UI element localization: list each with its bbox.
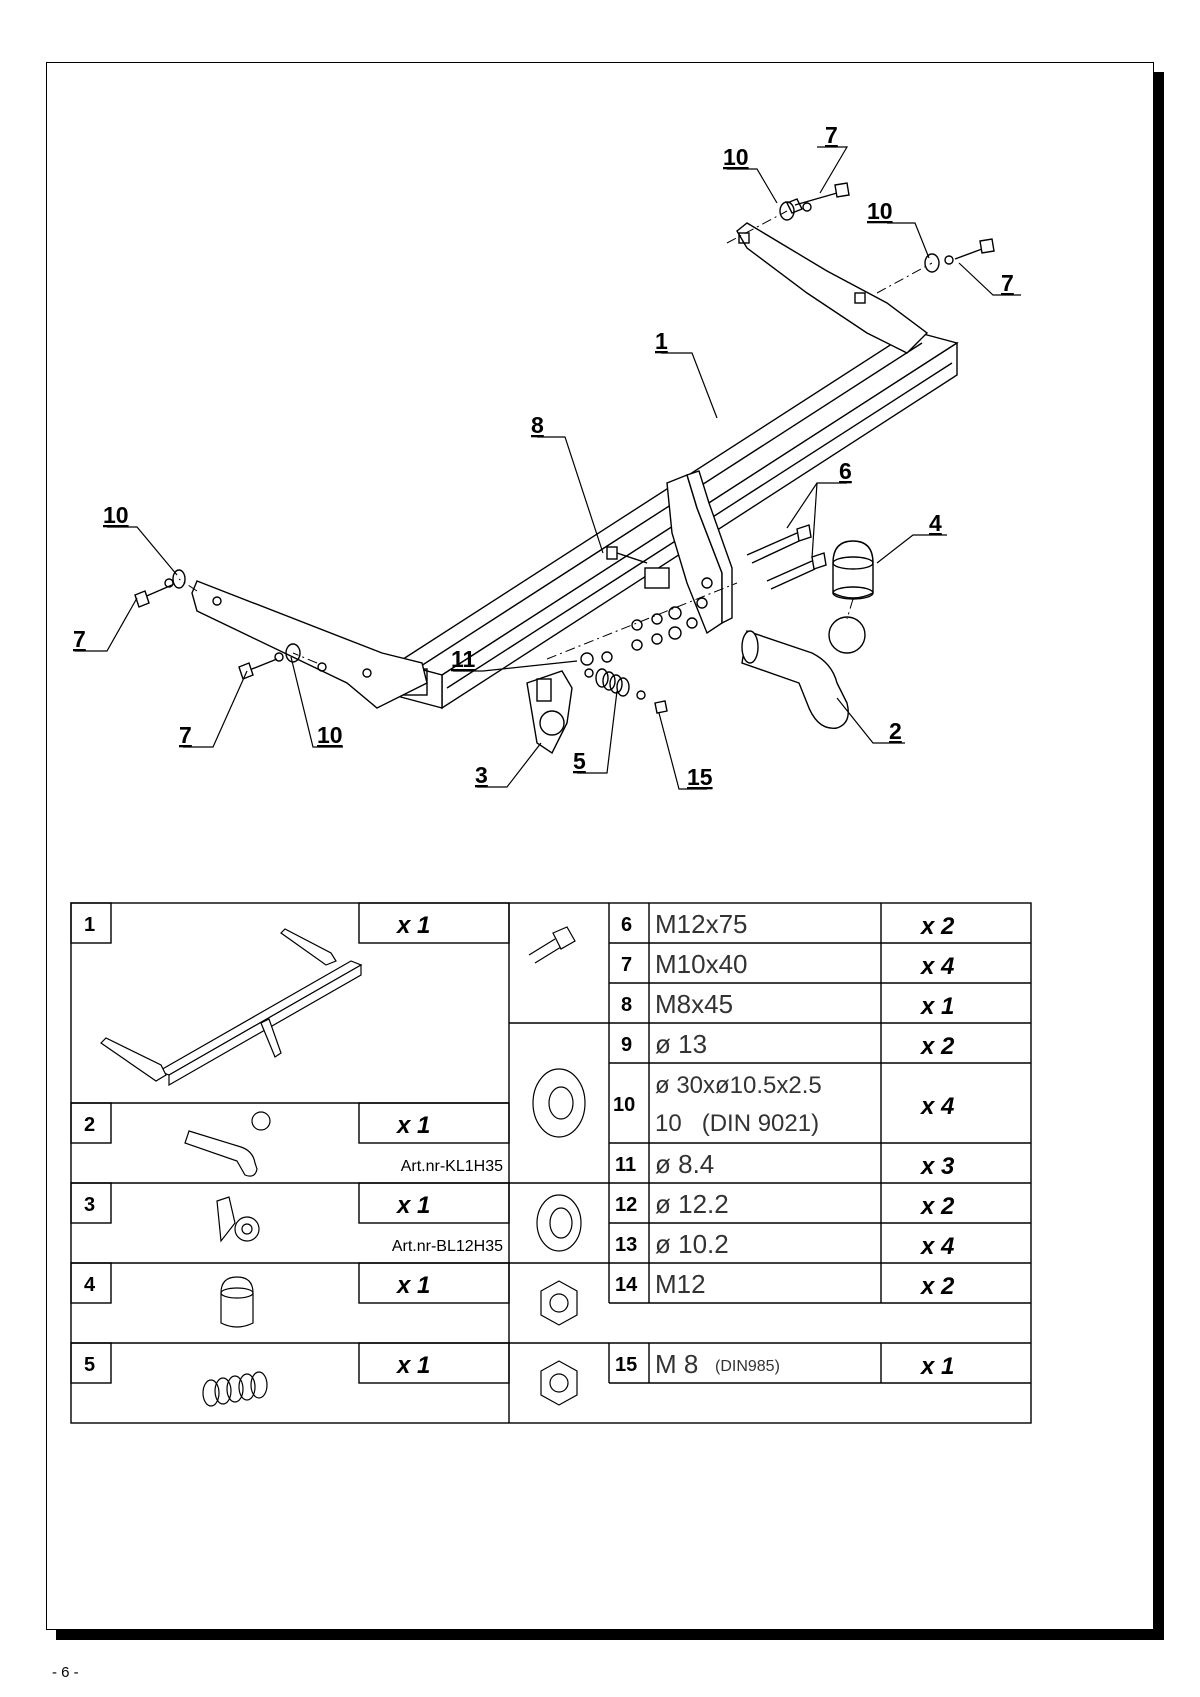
ball-neck-2-icon (741, 616, 866, 729)
part-number: 8 (621, 994, 632, 1016)
spring-washer-icon (536, 1194, 582, 1252)
part-number: 9 (621, 1034, 632, 1056)
callout-7: 7 (1001, 270, 1014, 296)
part-number: 2 (84, 1114, 95, 1136)
callout-10: 10 (867, 198, 893, 224)
part-qty: x 1 (919, 993, 954, 1020)
hex-nut-icon (540, 1280, 578, 1326)
callout-7: 7 (73, 626, 86, 652)
part-number: 11 (615, 1154, 636, 1176)
callout-4: 4 (929, 510, 942, 536)
part-number: 15 (615, 1354, 637, 1376)
art-number: Art.nr-KL1H35 (401, 1158, 503, 1175)
part-number: 3 (84, 1194, 95, 1216)
part-spec: M12 (655, 1269, 706, 1299)
part-number: 4 (84, 1274, 96, 1296)
right-bracket-icon (736, 222, 929, 354)
part-spec-line2: 10 (DIN 9021) (655, 1110, 819, 1137)
part-number: 14 (615, 1274, 638, 1296)
part-qty: x 1 (395, 912, 430, 939)
part-qty: x 4 (919, 1093, 954, 1120)
washer-icon (532, 1068, 586, 1138)
callout-5: 5 (573, 748, 586, 774)
callout-7: 7 (825, 122, 838, 148)
spring-icon (202, 1371, 268, 1407)
exploded-drawing: 7 10 10 7 1 8 6 4 10 7 7 10 11 2 3 5 15 (70, 122, 1032, 1424)
part-spec: M8x45 (655, 989, 733, 1019)
part-qty: x 1 (395, 1192, 430, 1219)
left-bracket-icon (191, 580, 428, 709)
tow-bar-frame-icon (100, 928, 363, 1087)
callout-15: 15 (687, 764, 713, 790)
part-number: 5 (84, 1354, 95, 1376)
callout-11: 11 (451, 646, 476, 672)
part-spec: ø 8.4 (655, 1149, 714, 1179)
washers-cluster-icon (580, 606, 682, 666)
drop-plate-icon (666, 470, 733, 635)
socket-plate-icon (216, 1196, 260, 1243)
part-qty: x 2 (919, 1193, 955, 1220)
bolt-6-icon (746, 524, 827, 590)
part-qty: x 1 (919, 1353, 954, 1380)
callout-7: 7 (179, 722, 192, 748)
callout-1: 1 (655, 328, 668, 354)
part-qty: x 2 (919, 1033, 955, 1060)
parts-table: 1 2 3 4 5 x 1 x 1 x 1 x 1 x 1 Art.nr-KL1… (70, 902, 1032, 1424)
part-spec: M10x40 (655, 949, 748, 979)
part-number: 6 (621, 914, 632, 936)
ball-cap-4-icon (832, 540, 874, 600)
part-number: 12 (615, 1194, 637, 1216)
part-qty: x 1 (395, 1112, 430, 1139)
callout-6: 6 (839, 458, 852, 484)
lock-nut-icon (540, 1360, 578, 1406)
part-spec: ø 13 (655, 1029, 707, 1059)
part-spec-small: (DIN985) (715, 1358, 780, 1375)
callout-10: 10 (317, 722, 343, 748)
part-spec: ø 12.2 (655, 1189, 729, 1219)
callout-10: 10 (103, 502, 129, 528)
bolt-icon (528, 926, 576, 964)
part-qty: x 3 (919, 1153, 955, 1180)
part-qty: x 1 (395, 1272, 430, 1299)
part-qty: x 1 (395, 1352, 430, 1379)
part-number: 1 (84, 914, 95, 936)
callout-3: 3 (475, 762, 488, 788)
part-spec: M12x75 (655, 909, 748, 939)
part-spec: ø 30xø10.5x2.5 (655, 1072, 822, 1099)
part-qty: x 4 (919, 1233, 954, 1260)
part-number: 13 (615, 1234, 637, 1256)
art-number: Art.nr-BL12H35 (392, 1238, 503, 1255)
part-qty: x 2 (919, 913, 955, 940)
part-spec: M 8 (655, 1349, 698, 1379)
spring-5-icon (584, 668, 668, 714)
callout-8: 8 (531, 412, 544, 438)
ball-neck-icon (184, 1111, 271, 1177)
drawing-frame: 7 10 10 7 1 8 6 4 10 7 7 10 11 2 3 5 15 (46, 62, 1154, 1630)
part-number: 7 (621, 954, 632, 976)
bolt-8-icon (616, 552, 648, 564)
ball-cap-icon (220, 1276, 254, 1328)
socket-plate-3-icon (526, 670, 573, 755)
part-qty: x 2 (919, 1273, 955, 1300)
part-spec: ø 10.2 (655, 1229, 729, 1259)
part-number: 10 (613, 1094, 635, 1116)
page-number: - 6 - (52, 1664, 79, 1681)
part-qty: x 4 (919, 953, 954, 980)
bolts-7-icon (134, 182, 995, 680)
callout-2: 2 (889, 718, 902, 744)
callout-10: 10 (723, 144, 749, 170)
